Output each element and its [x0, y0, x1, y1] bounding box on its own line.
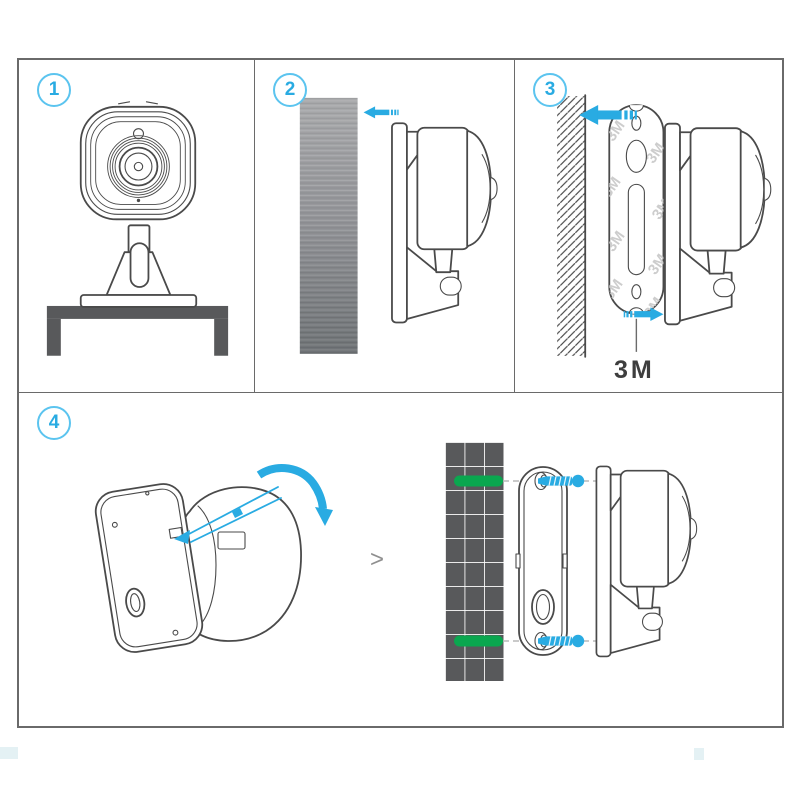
camera-stand [79, 224, 198, 308]
blue-curved-arrow-icon [256, 464, 333, 526]
green-wall-anchor-icon [454, 475, 503, 487]
mic-dot-icon [136, 198, 141, 203]
step-panel-4: 4 [19, 393, 782, 726]
step-panel-3: 3 3M 3M 3M 3M 3M [515, 60, 782, 393]
camera-side-view [664, 122, 772, 326]
blue-screwdriver-icon [174, 486, 282, 544]
green-wall-anchor-icon [454, 635, 503, 647]
stick-to-metal-surface-illustration [299, 97, 498, 354]
step-number-2: 2 [284, 79, 296, 100]
stick-3m-pad-to-wall-illustration: 3M 3M 3M 3M 3M 3M 3M 3M [557, 94, 772, 384]
adhesive-pad-3m: 3M 3M 3M 3M 3M 3M 3M 3M [608, 104, 665, 315]
step-badge-2: 2 [273, 73, 307, 107]
page-edge-chip-left [0, 747, 18, 759]
step-number-4: 4 [48, 412, 60, 433]
steps-grid: 1 [17, 58, 784, 728]
table [46, 305, 229, 356]
page-edge-chip-right [694, 748, 704, 760]
blue-arrow-left-icon [363, 106, 399, 119]
step-number-1: 1 [48, 79, 60, 100]
step-badge-1: 1 [37, 73, 71, 107]
lens-icon [107, 135, 170, 198]
metal-strip [299, 97, 358, 354]
camera-side-view [391, 122, 498, 324]
pry-back-plate-scene [94, 464, 333, 653]
step-number-3: 3 [544, 79, 556, 100]
camera-back-plate [94, 483, 204, 653]
camera-side-view [595, 465, 698, 658]
remove-plate-and-screw-illustration: > [94, 442, 698, 681]
light-sensor-icon [132, 128, 145, 140]
mounting-plate-side [515, 466, 568, 656]
screw-to-tiled-wall-scene [445, 442, 698, 681]
adhesive-label: 3M [614, 356, 655, 384]
camera-head-front [79, 101, 197, 221]
step-badge-4: 4 [37, 406, 71, 440]
step-badge-3: 3 [533, 73, 567, 107]
step-panel-1: 1 [19, 60, 255, 393]
camera-on-table-illustration [46, 101, 229, 356]
chevron-right-icon: > [370, 546, 384, 573]
step-panel-2: 2 [255, 60, 515, 393]
hatched-wall [557, 94, 587, 358]
